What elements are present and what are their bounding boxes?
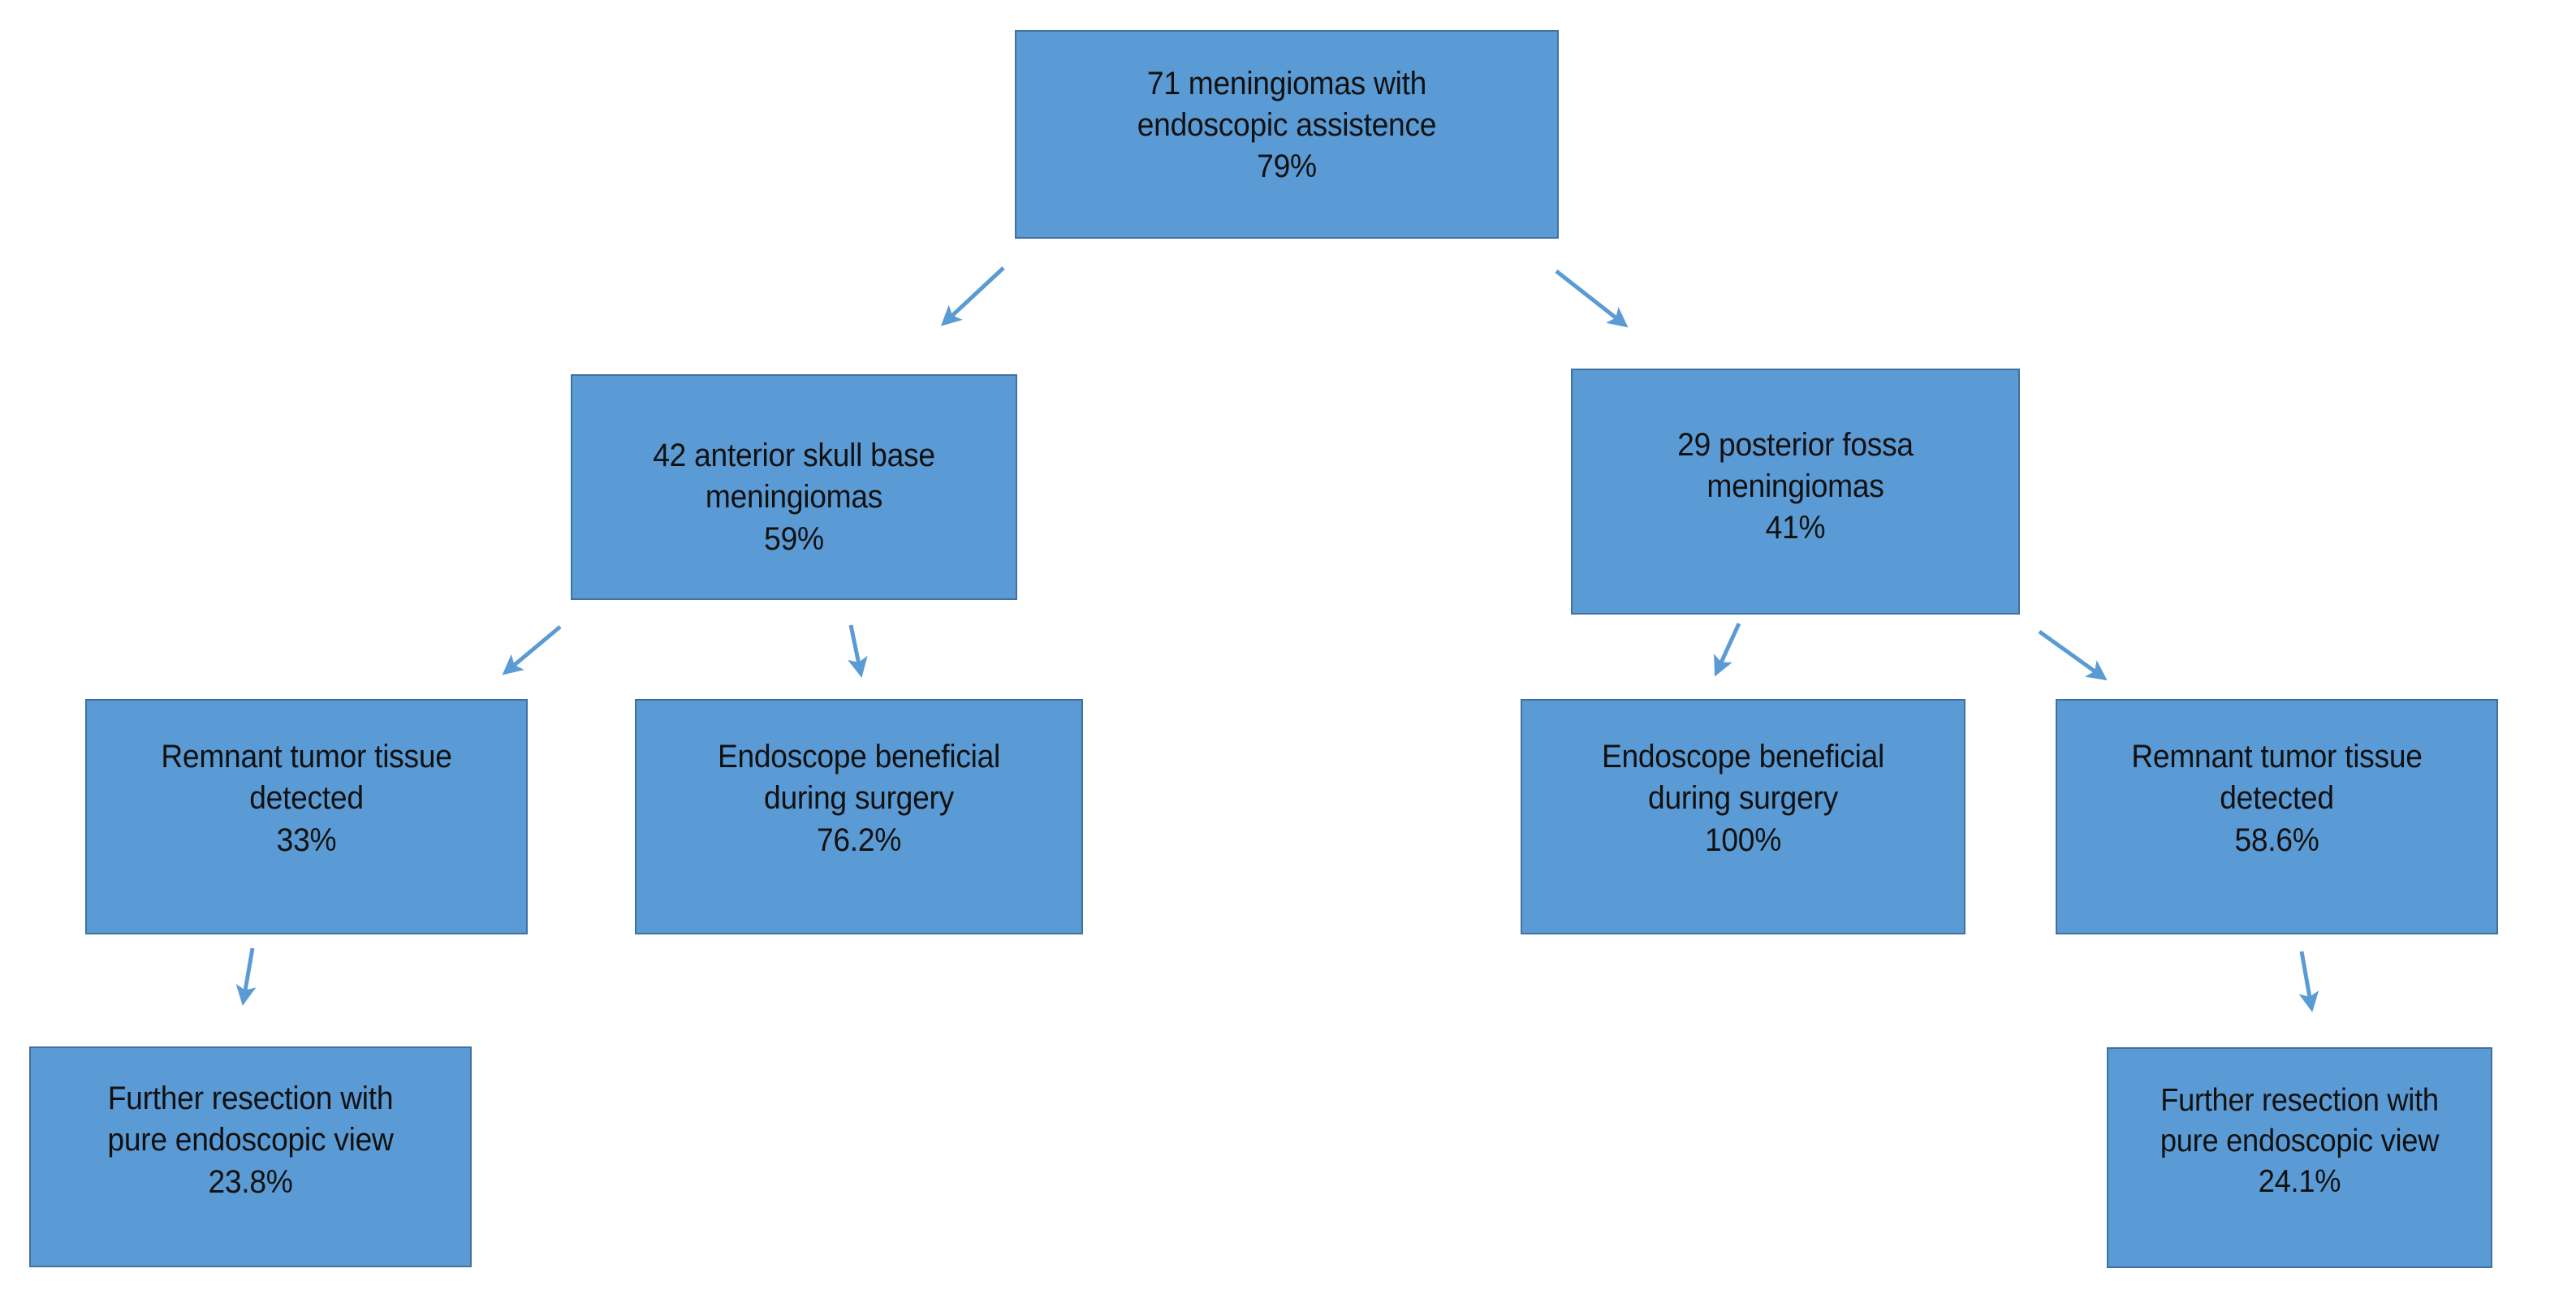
node-endoscope-beneficial-right[interactable]: Endoscope beneficial during surgery 100% — [1521, 699, 1965, 934]
edge-posterior-to-endoscope-right — [1714, 622, 1741, 677]
node-remnant-right-label: Remnant tumor tissue detected 58.6% — [2131, 739, 2423, 858]
node-remnant-tumor-right[interactable]: Remnant tumor tissue detected 58.6% — [2056, 699, 2498, 934]
node-posterior-label: 29 posterior fossa meningiomas 41% — [1677, 426, 1914, 546]
node-endoscope-beneficial-left[interactable]: Endoscope beneficial during surgery 76.2… — [635, 699, 1083, 934]
edge-anterior-to-endoscope-left — [848, 624, 868, 678]
node-further-resection-right[interactable]: Further resection with pure endoscopic v… — [2107, 1047, 2492, 1268]
node-anterior-skull-base[interactable]: 42 anterior skull base meningiomas 59% — [571, 374, 1017, 600]
node-root-label: 71 meningiomas with endoscopic assistenc… — [1137, 65, 1437, 185]
node-anterior-label: 42 anterior skull base meningiomas 59% — [653, 438, 935, 557]
node-remnant-left-label: Remnant tumor tissue detected 33% — [161, 739, 452, 858]
node-root-meningiomas[interactable]: 71 meningiomas with endoscopic assistenc… — [1015, 30, 1559, 239]
edge-posterior-to-remnant-right — [2038, 629, 2108, 681]
node-further-resection-left[interactable]: Further resection with pure endoscopic v… — [29, 1046, 472, 1267]
edge-remnant-right-to-further-right — [2298, 951, 2319, 1012]
edge-anterior-to-remnant-left — [502, 625, 562, 675]
node-endoscope-right-label: Endoscope beneficial during surgery 100% — [1601, 739, 1885, 858]
node-endoscope-left-label: Endoscope beneficial during surgery 76.2… — [717, 739, 1001, 858]
edge-root-to-anterior — [940, 266, 1005, 326]
node-remnant-tumor-left[interactable]: Remnant tumor tissue detected 33% — [85, 699, 528, 934]
node-posterior-fossa[interactable]: 29 posterior fossa meningiomas 41% — [1571, 369, 2020, 615]
edge-root-to-posterior — [1555, 270, 1629, 328]
node-further-left-label: Further resection with pure endoscopic v… — [107, 1081, 394, 1200]
node-further-right-label: Further resection with pure endoscopic v… — [2160, 1083, 2440, 1199]
edge-remnant-left-to-further-left — [235, 947, 257, 1006]
